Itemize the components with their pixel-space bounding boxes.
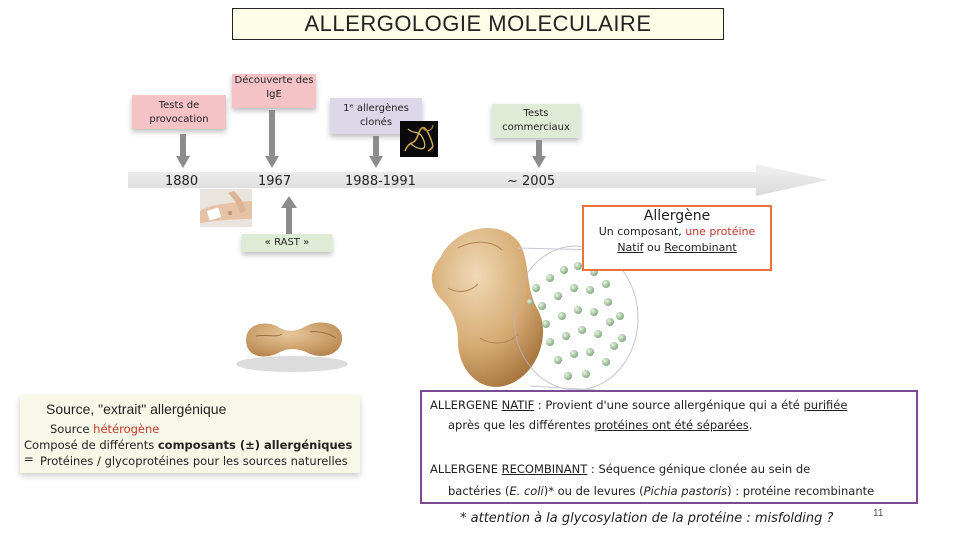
event-commercial-pointer <box>532 140 546 168</box>
allergen-title: Allergène <box>584 208 770 224</box>
rast-pointer <box>281 196 297 234</box>
allergen-or-text: ou <box>644 241 665 254</box>
event-commercial-box: Tests commerciaux <box>492 104 580 138</box>
footnote: * attention à la glycosylation de la pro… <box>460 511 833 526</box>
source-line-3: Protéines / glycoprotéines pour les sour… <box>40 454 348 468</box>
natif-line-1: ALLERGENE NATIF : Provient d'une source … <box>430 398 847 412</box>
allergen-protein-text: une protéine <box>685 225 755 238</box>
allergen-component-text: Un composant, <box>599 225 685 238</box>
rast-label: « RAST » <box>265 237 309 248</box>
event-provocation-box: Tests de provocation <box>132 95 226 129</box>
event-provocation-label: Tests de provocation <box>149 99 209 127</box>
page-number: 11 <box>873 508 883 519</box>
protein-structure-image <box>400 121 438 157</box>
year-1988-1991: 1988-1991 <box>345 174 416 189</box>
event-provocation-pointer <box>176 134 190 168</box>
event-commercial-label-2: commerciaux <box>492 121 580 135</box>
source-title: Source, "extrait" allergénique <box>46 401 226 417</box>
event-ige-box: Découverte des IgE <box>232 74 316 108</box>
allergen-definition-box: Allergène Un composant, une protéine Nat… <box>582 205 772 271</box>
peanut-small-image <box>226 300 356 382</box>
allergen-line-2: Natif ou Recombinant <box>584 240 770 256</box>
rast-box: « RAST » <box>242 234 332 252</box>
allergen-recombinant-text: Recombinant <box>664 241 736 254</box>
event-cloned-label-1: 1ᵉ allergènes <box>330 102 422 116</box>
allergen-natif-text: Natif <box>617 241 643 254</box>
event-commercial-label-1: Tests <box>492 107 580 121</box>
slide-title: ALLERGOLOGIE MOLECULAIRE <box>232 8 724 40</box>
recombinant-line-1: ALLERGENE RECOMBINANT : Séquence génique… <box>430 462 810 476</box>
source-extract-box: Source, "extrait" allergénique Source hé… <box>20 395 360 473</box>
event-ige-label-1: Découverte des <box>232 74 316 88</box>
event-ige-label-2: IgE <box>232 88 316 102</box>
skin-test-photo <box>200 189 252 227</box>
recombinant-line-2: bactéries (E. coli)* ou de levures (Pich… <box>448 484 874 498</box>
allergen-line-1: Un composant, une protéine <box>584 224 770 240</box>
native-recombinant-box: ALLERGENE NATIF : Provient d'une source … <box>420 390 918 504</box>
year-2005: ~ 2005 <box>507 174 555 189</box>
natif-line-2: après que les différentes protéines ont … <box>448 418 752 432</box>
event-ige-pointer <box>265 110 279 168</box>
year-1880: 1880 <box>165 174 198 189</box>
year-1967: 1967 <box>258 174 291 189</box>
source-line-1: Source hétérogène <box>50 422 159 436</box>
event-cloned-pointer <box>369 136 383 168</box>
